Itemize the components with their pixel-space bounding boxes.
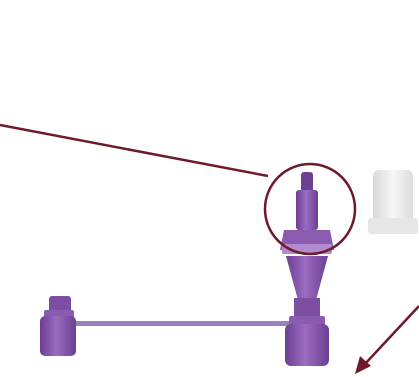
- main-connector: [280, 172, 334, 366]
- tubing: [70, 321, 300, 326]
- left-connector: [40, 296, 76, 356]
- annotation-arrow-icon: [355, 306, 419, 374]
- white-cap: [368, 170, 418, 234]
